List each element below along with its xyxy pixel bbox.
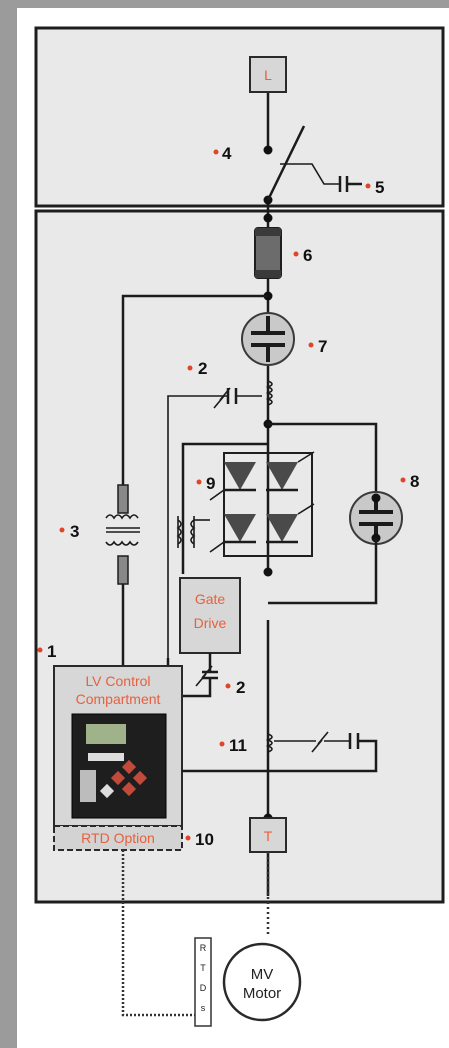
callout-dot-2b [225, 683, 231, 689]
isolation-compartment [34, 26, 445, 208]
ct-coil-top [265, 380, 273, 406]
load-ct-arrow-icon [311, 731, 329, 753]
mv-motor-label-1: MV [251, 966, 274, 983]
top-frame-bar [17, 0, 449, 8]
vacuum-contactor-bottle [241, 312, 295, 366]
keypad-direction-buttons [99, 759, 148, 799]
gate-drive-down-lead [183, 653, 218, 698]
callout-6: 6 [303, 246, 312, 265]
gate-drive-ct-arrow-icon [195, 665, 213, 687]
callout-dot-6 [293, 251, 299, 257]
scr-gate-leads [209, 451, 315, 553]
callout-2-top: 2 [198, 359, 207, 378]
callout-dot-4 [213, 149, 219, 155]
switch-bus-node [263, 213, 273, 223]
callout-dot-11 [219, 741, 225, 747]
gate-transformer-icon [176, 516, 196, 548]
rtds-tag [194, 937, 212, 1027]
callout-10: 10 [195, 830, 214, 849]
gate-drive-label-2: Drive [194, 615, 227, 631]
load-ct-capacitor [348, 733, 360, 749]
callout-dot-3 [59, 527, 65, 533]
keypad-led-column [80, 770, 96, 802]
keypad-buttons-row [88, 753, 124, 761]
load-terminal-label: T [264, 828, 273, 844]
rtd-option-box [53, 825, 183, 851]
rtd-option-label: RTD Option [81, 830, 155, 846]
bypass-top-node [371, 493, 381, 503]
scr-top-rail [268, 422, 378, 498]
bypass-contactor-icon [359, 498, 393, 538]
callout-3: 3 [70, 522, 79, 541]
rtd-cable [121, 850, 195, 1017]
switch-blade [266, 125, 306, 201]
switch-top-contact [263, 145, 273, 155]
gate-drive-box [179, 577, 241, 654]
control-tap-wire [121, 294, 268, 485]
lv-control-label-2: Compartment [76, 691, 161, 707]
callout-dot-10 [185, 835, 191, 841]
callout-dot-8 [400, 477, 406, 483]
callout-dot-1 [37, 647, 43, 653]
scr-cathode-bars [224, 488, 298, 544]
callout-1: 1 [47, 642, 56, 661]
mv-motor [222, 942, 302, 1022]
lv-control-label-1: LV Control [85, 673, 150, 689]
callout-7: 7 [318, 337, 327, 356]
callout-dot-9 [196, 479, 202, 485]
gate-feed-rail [181, 442, 268, 574]
rtds-letter-d: D [200, 983, 207, 993]
keypad-display [86, 724, 126, 744]
fuse-cap-top [255, 228, 281, 236]
rtds-letter-t: T [200, 963, 206, 973]
line-terminal-box [249, 56, 287, 93]
callout-2-bottom: 2 [236, 678, 245, 697]
fuse-cap-bottom [255, 270, 281, 278]
switch-interlock-link [280, 163, 340, 185]
load-ct-coil-icon [265, 733, 273, 753]
lv-bottom-tie [182, 739, 378, 773]
callout-11: 11 [229, 736, 247, 755]
cpt-upper-fuse [117, 484, 129, 514]
callout-4: 4 [222, 144, 232, 163]
cpt-lower-fuse [117, 555, 129, 585]
ct-top-lead [167, 395, 262, 658]
rtds-letter-r: R [200, 943, 207, 953]
scr-stack-icon [224, 462, 298, 542]
left-frame-bar [0, 0, 17, 1048]
bypass-return-wire [268, 538, 378, 605]
scr-bottom-node [263, 567, 273, 577]
vacuum-contactor-icon [251, 316, 285, 362]
mv-motor-label-2: Motor [243, 985, 281, 1002]
ct-top-arrow-icon [213, 387, 231, 409]
interlock-capacitor [338, 176, 362, 192]
callout-dot-2a [187, 365, 193, 371]
callout-9: 9 [206, 474, 215, 493]
cpt-transformer-icon [105, 514, 140, 546]
callout-5: 5 [375, 178, 384, 197]
callout-8: 8 [410, 472, 419, 491]
rtds-letter-s: s [201, 1003, 206, 1013]
gate-drive-label-1: Gate [195, 591, 226, 607]
line-terminal-label: L [264, 67, 272, 83]
callout-dot-7 [308, 342, 314, 348]
callout-dot-5 [365, 183, 371, 189]
